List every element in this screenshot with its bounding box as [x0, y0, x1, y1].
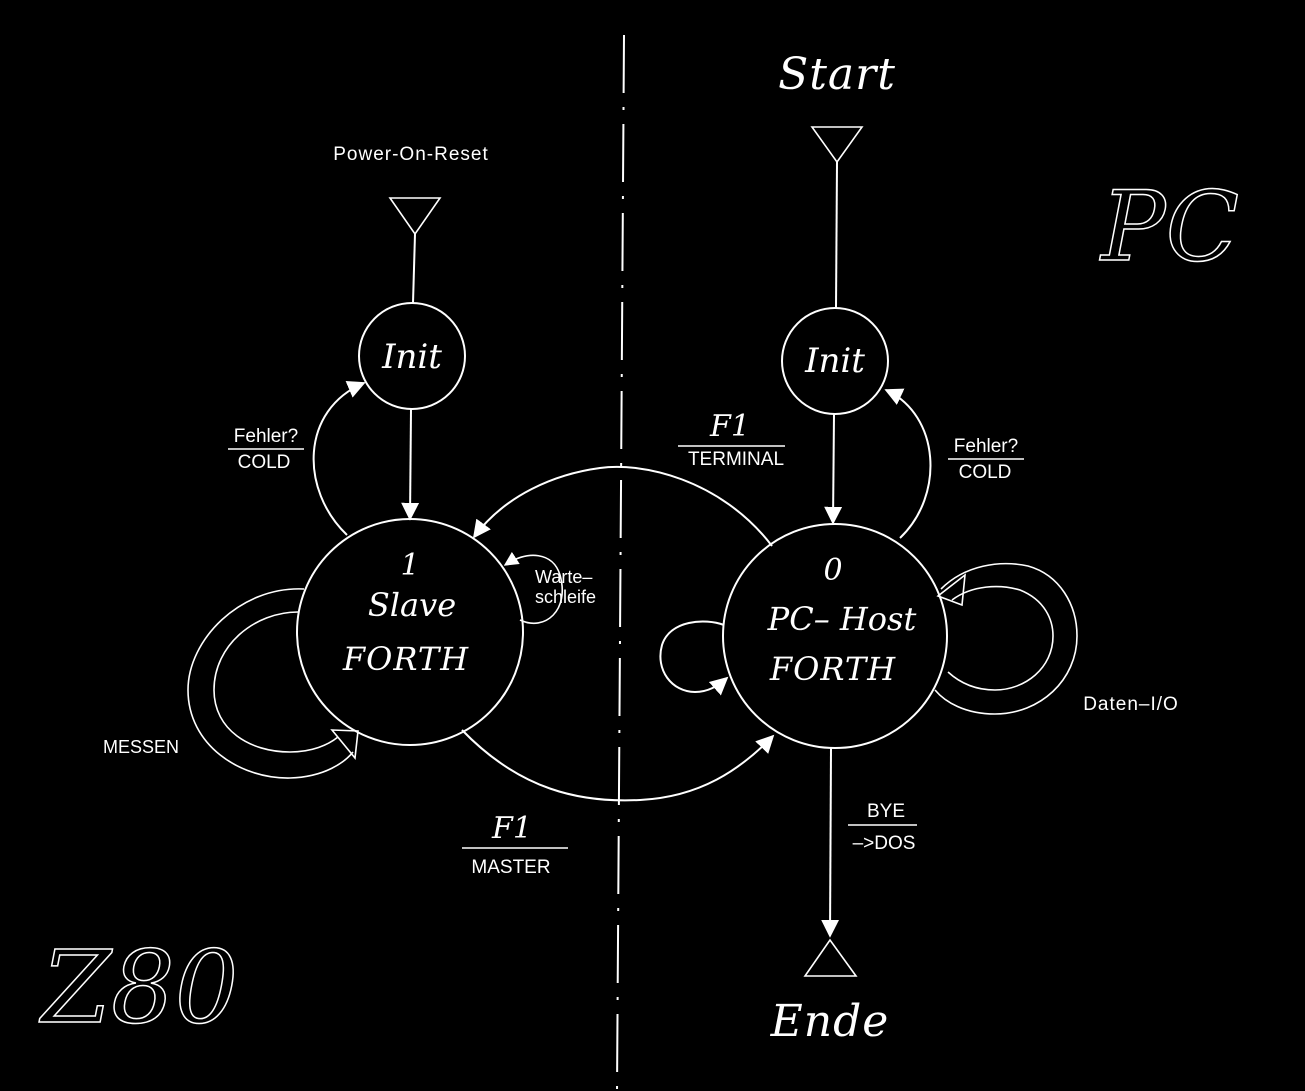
pc-error-arrow	[884, 388, 932, 539]
pc-error-top: Fehler?	[954, 436, 1018, 457]
end-terminal-icon	[803, 938, 858, 977]
z80-init-label: Init	[381, 337, 442, 377]
measure-loop-inner	[213, 611, 339, 753]
wait-loop-line2: schleife	[535, 587, 596, 607]
host-small-loop-arrow	[659, 620, 729, 696]
master-key-label: F1	[491, 811, 532, 846]
pc-host-forth-state: 0 PC– Host FORTH	[722, 523, 948, 749]
bye-transition-arrow	[821, 747, 840, 938]
host-state-number: 0	[823, 553, 842, 588]
measure-loop-label: MESSEN	[103, 737, 179, 757]
start-label: Start	[778, 49, 896, 100]
z80-slave-forth-state: 1 Slave FORTH	[296, 518, 524, 746]
z80-error-arrow	[312, 381, 366, 536]
z80-init-state: Init	[358, 302, 466, 410]
master-transition-label: MASTER	[471, 857, 550, 878]
slave-state-label: Slave	[368, 586, 456, 624]
pc-init-label: Init	[804, 341, 865, 381]
wait-loop-arrow	[503, 551, 563, 625]
z80-init-to-slave-arrow	[401, 408, 420, 521]
pc-region-label: PC	[1099, 171, 1239, 283]
slave-state-number: 1	[400, 548, 419, 583]
end-label: Ende	[770, 996, 890, 1047]
divider-line	[616, 34, 625, 1091]
power-on-trigger-icon	[388, 197, 442, 236]
pc-init-state: Init	[781, 307, 889, 415]
pc-init-to-host-arrow	[824, 413, 843, 525]
z80-region-label: Z80	[39, 929, 239, 1046]
z80-error-top: Fehler?	[234, 426, 298, 447]
start-trigger-icon	[810, 126, 864, 164]
terminal-transition-label: TERMINAL	[688, 449, 784, 470]
host-state-label: PC– Host	[767, 600, 917, 638]
data-loop-outer	[934, 562, 1078, 715]
measure-loop-arrowhead	[330, 729, 359, 760]
bye-label: BYE	[867, 801, 905, 822]
dos-label: –>DOS	[853, 833, 916, 854]
master-transition-arrow	[461, 729, 775, 802]
terminal-key-label: F1	[709, 409, 750, 444]
terminal-transition-arrow	[472, 465, 773, 547]
host-forth-label: FORTH	[769, 650, 896, 688]
pc-error-bottom: COLD	[959, 462, 1012, 483]
data-loop-arrowhead	[936, 573, 966, 607]
power-on-reset-label: Power-On-Reset	[333, 144, 489, 165]
measure-loop-outer	[187, 588, 354, 779]
data-loop-inner	[947, 585, 1054, 691]
slave-forth-label: FORTH	[342, 640, 469, 678]
data-loop-label: Daten–I/O	[1083, 694, 1179, 715]
wait-loop-line1: Warte–	[535, 567, 592, 587]
z80-error-bottom: COLD	[238, 452, 291, 473]
